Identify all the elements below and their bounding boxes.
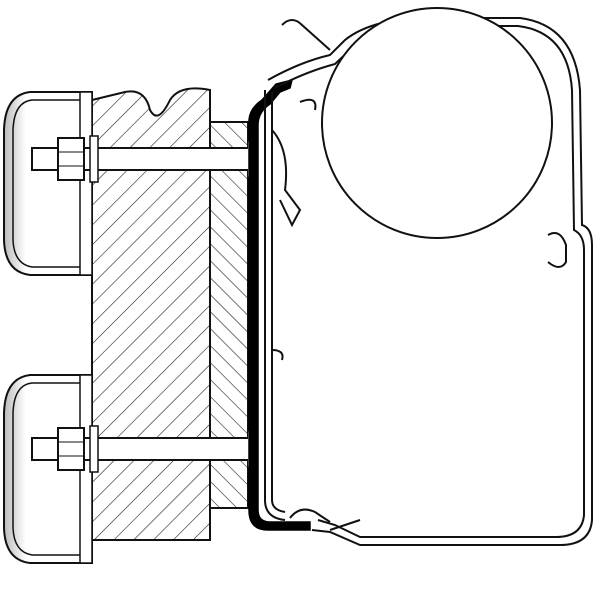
washer bbox=[89, 135, 99, 183]
wall-block-left bbox=[91, 87, 211, 541]
nut bbox=[57, 137, 85, 181]
nut bbox=[57, 427, 85, 471]
washer bbox=[89, 425, 99, 473]
wall-section bbox=[91, 87, 249, 541]
awning-profile bbox=[264, 17, 593, 546]
adapter-profile bbox=[248, 78, 311, 531]
top-end-cap bbox=[3, 91, 93, 276]
wall-block-right bbox=[209, 121, 249, 509]
awning-roller-tube bbox=[321, 7, 553, 239]
